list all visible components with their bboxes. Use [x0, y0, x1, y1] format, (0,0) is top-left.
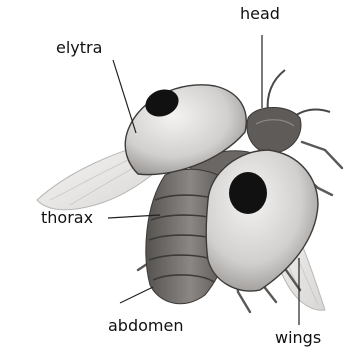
head-shape: [247, 108, 301, 155]
label-elytra: elytra: [56, 40, 102, 56]
right-elytron-spot: [229, 172, 267, 214]
label-wings: wings: [275, 330, 321, 346]
abdomen-leader: [120, 287, 153, 303]
label-abdomen: abdomen: [108, 318, 183, 334]
antenna-left: [268, 70, 285, 112]
elytra-leader: [113, 60, 136, 133]
label-head: head: [240, 6, 280, 22]
label-thorax: thorax: [41, 210, 93, 226]
